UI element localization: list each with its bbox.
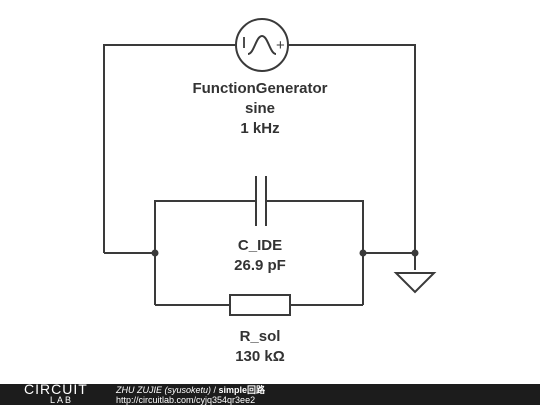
junction-dot-left xyxy=(151,249,159,257)
source-waveform: sine xyxy=(244,100,275,117)
footer-bar: CIRCUIT LAB ZHU ZUJIE (syusoketu) / simp… xyxy=(0,381,540,405)
junction-dot-right xyxy=(359,249,367,257)
capacitor-name: C_IDE xyxy=(237,237,283,254)
footer-credit: ZHU ZUJIE (syusoketu) / simple回路 xyxy=(116,385,265,395)
circuitlab-logo: CIRCUIT xyxy=(24,381,88,397)
junction-dot-ground xyxy=(411,249,419,257)
resistor-name: R_sol xyxy=(239,328,281,345)
resistor-value: 130 kΩ xyxy=(235,348,285,365)
source-name: FunctionGenerator xyxy=(192,80,328,97)
plus-terminal-mark: + xyxy=(276,37,285,54)
wire-cap-left xyxy=(154,200,256,305)
resistor-label: R_sol 130 kΩ xyxy=(190,327,330,367)
capacitor-value: 26.9 pF xyxy=(234,257,286,274)
sine-wave-icon xyxy=(247,34,277,55)
function-generator-symbol: + xyxy=(235,18,289,72)
source-frequency: 1 kHz xyxy=(240,120,280,137)
capacitor-symbol xyxy=(255,176,267,226)
wire-right-top xyxy=(288,44,416,270)
circuitlab-logo-sub: LAB xyxy=(50,395,74,405)
source-label: FunctionGenerator sine 1 kHz xyxy=(150,79,370,139)
ground-icon xyxy=(393,272,437,294)
schematic: + xyxy=(103,18,437,316)
wire-left-top xyxy=(103,44,236,253)
resistor-symbol xyxy=(229,294,291,316)
circuit-title[interactable]: simple回路 xyxy=(218,385,266,395)
credit-separator: / xyxy=(211,385,219,395)
wire-cap-right xyxy=(266,200,364,305)
capacitor-label: C_IDE 26.9 pF xyxy=(190,236,330,276)
circuit-url[interactable]: http://circuitlab.com/cyjq354qr3ee2 xyxy=(116,395,256,405)
author-name[interactable]: ZHU ZUJIE (syusoketu) xyxy=(116,385,212,395)
